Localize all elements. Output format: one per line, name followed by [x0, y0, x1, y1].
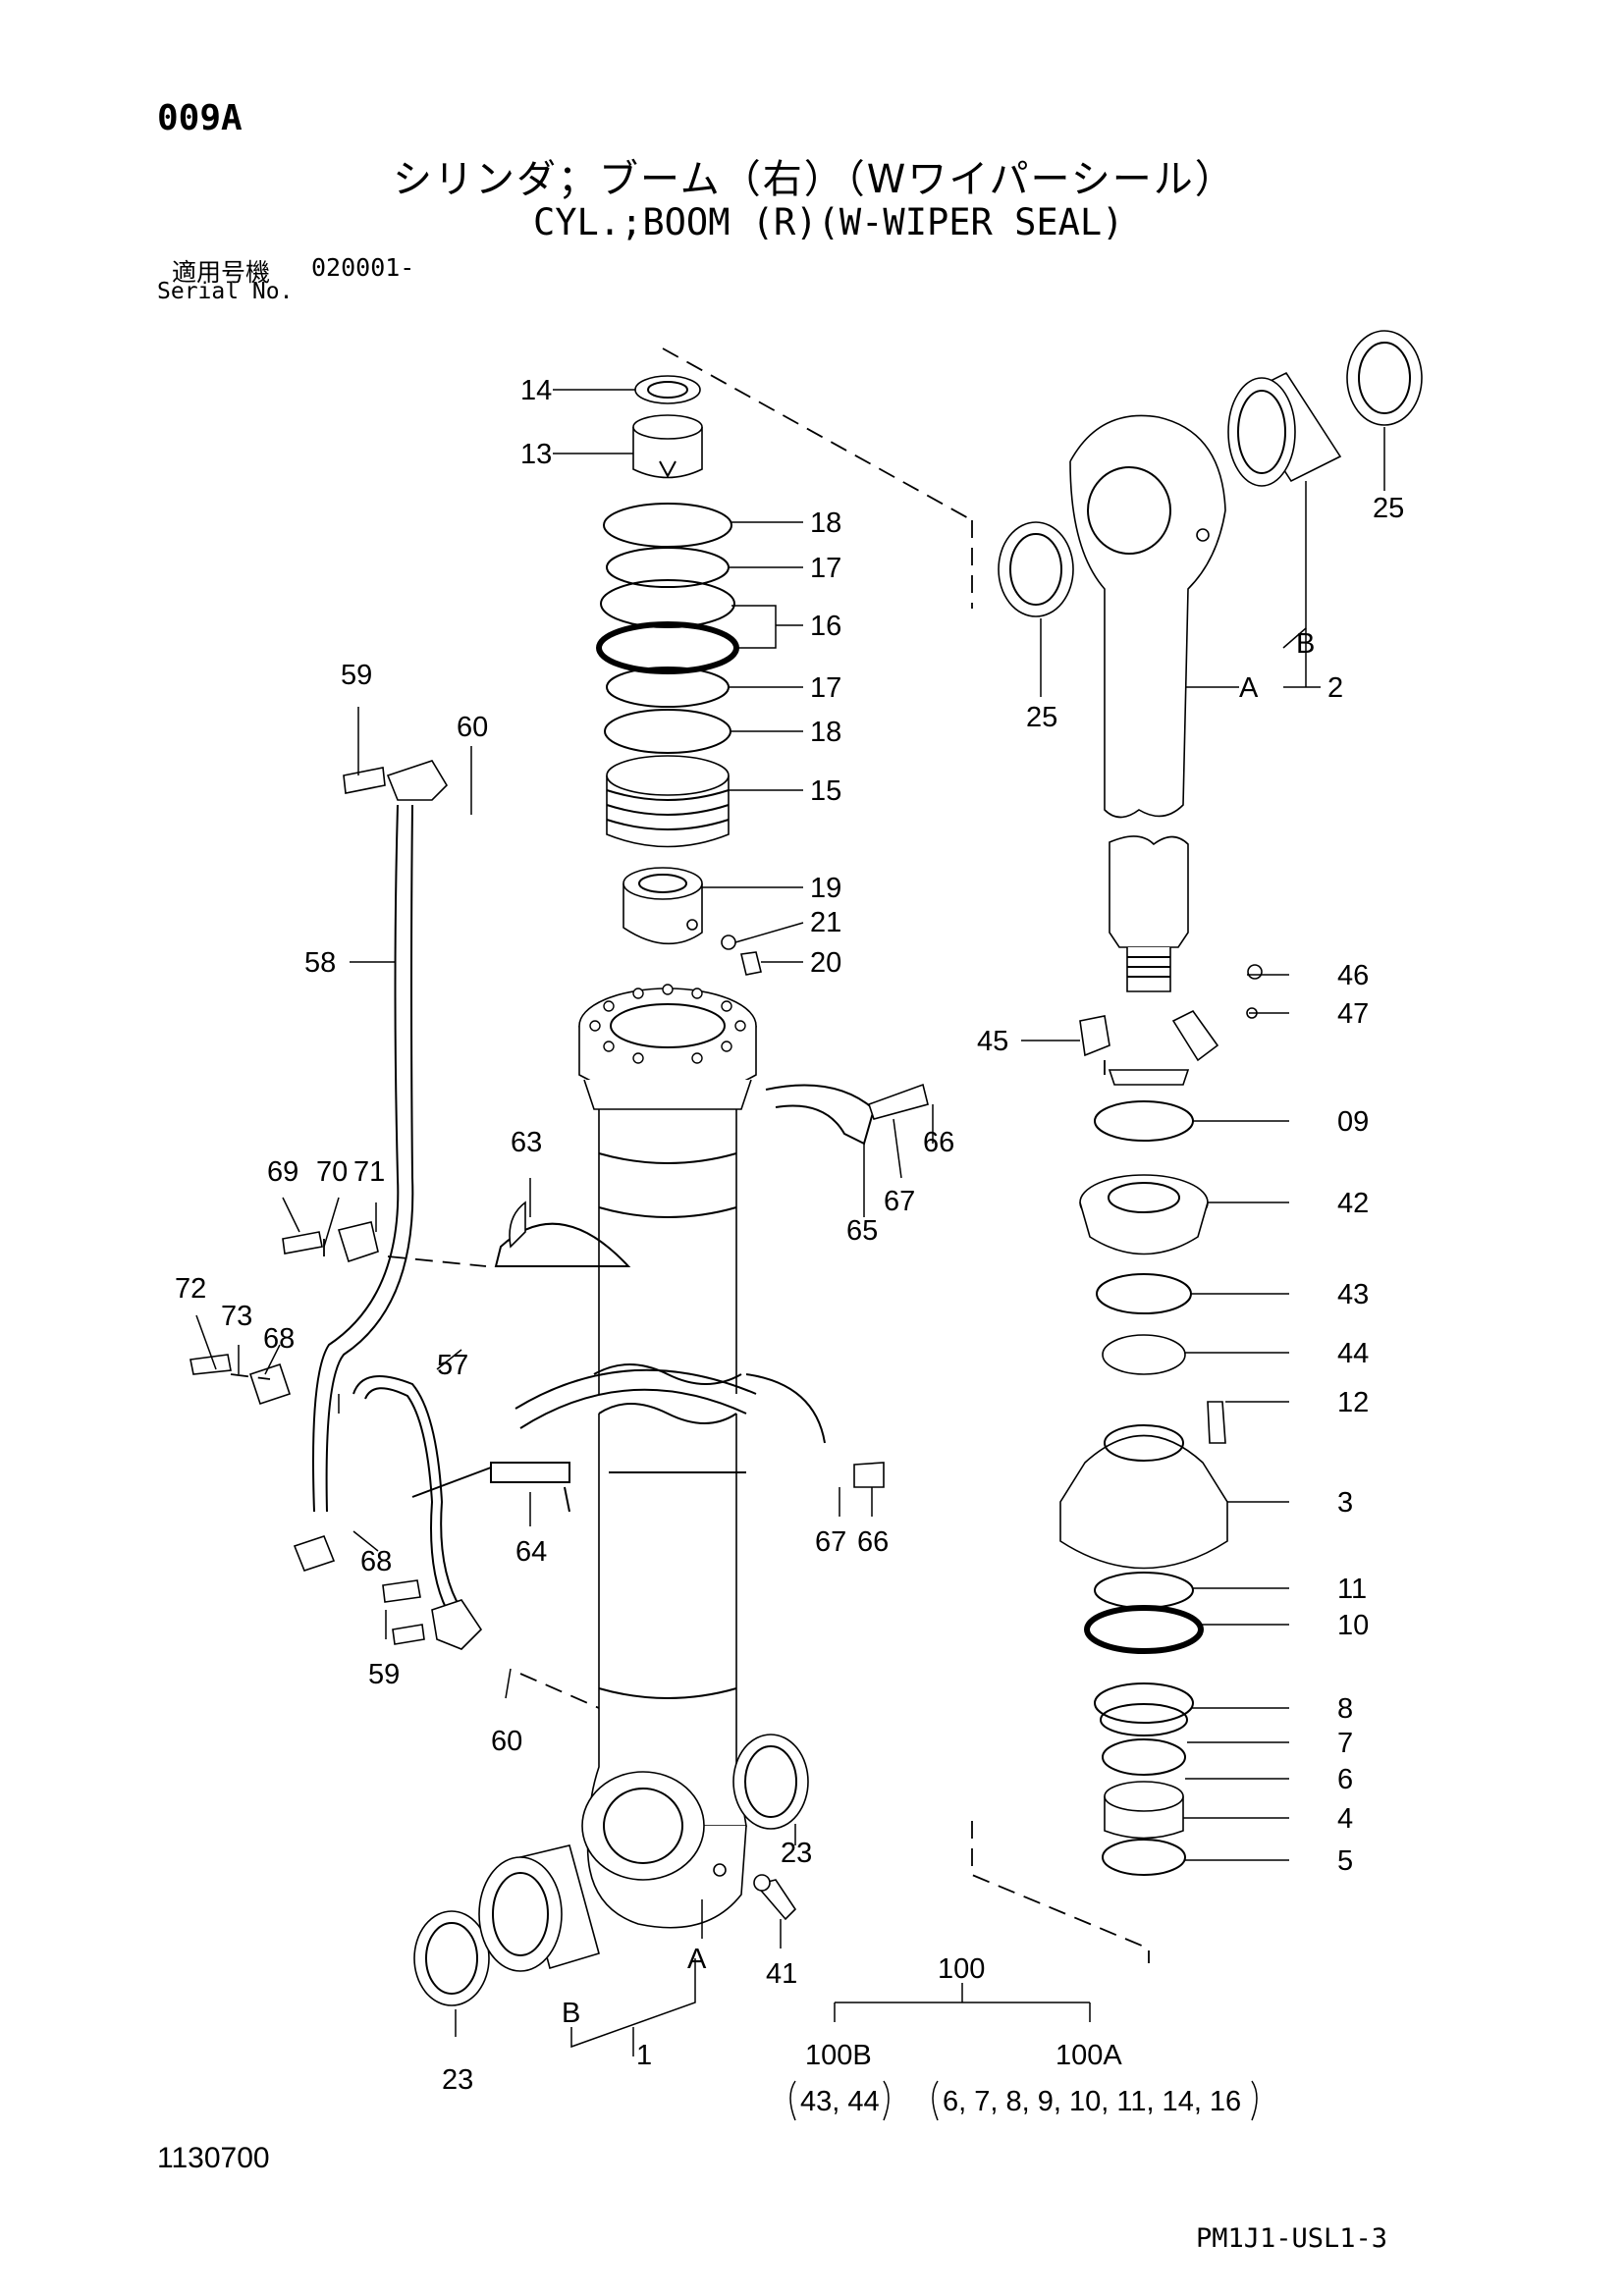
callout-17-lower: 17 [810, 672, 841, 704]
callout-23-lower: 23 [442, 2064, 473, 2096]
callout-68-lower: 68 [360, 1546, 392, 1577]
serial-label-english: Serial No. [157, 279, 294, 304]
assembly-lines [230, 347, 1150, 1963]
callout-21: 21 [810, 907, 841, 938]
head-seals-stack [1059, 964, 1263, 1876]
callout-46: 46 [1337, 960, 1369, 991]
document-number: 1130700 [157, 2142, 270, 2174]
callout-66: 66 [923, 1127, 954, 1158]
callout-19: 19 [810, 873, 841, 904]
kit-a-parts: 6, 7, 8, 9, 10, 11, 14, 16 [943, 2086, 1241, 2117]
callout-11: 11 [1337, 1574, 1367, 1605]
callout-47: 47 [1337, 998, 1369, 1030]
callout-71: 71 [353, 1156, 385, 1188]
callout-68: 68 [263, 1323, 295, 1355]
callout-60-lower: 60 [491, 1726, 522, 1757]
callout-8: 8 [1337, 1693, 1353, 1725]
callout-17: 17 [810, 553, 841, 584]
callout-6: 6 [1337, 1764, 1353, 1795]
callout-25-left: 25 [1026, 702, 1057, 733]
callout-43: 43 [1337, 1279, 1369, 1310]
bushing-23 [413, 1734, 809, 2006]
callout-60: 60 [457, 712, 488, 743]
callout-15: 15 [810, 775, 841, 807]
callout-44: 44 [1337, 1338, 1369, 1369]
callout-58: 58 [304, 947, 336, 979]
kit-b-parts: 43, 44 [800, 2086, 880, 2117]
callout-10: 10 [1337, 1610, 1369, 1641]
callout-B-left: B [562, 1998, 580, 2029]
callout-23: 23 [781, 1838, 812, 1869]
callout-12: 12 [1337, 1387, 1369, 1418]
callout-18: 18 [810, 507, 841, 539]
piping-and-clamps [189, 760, 929, 1650]
callout-1: 1 [636, 2040, 652, 2071]
serial-label-japanese: 適用号機 [172, 258, 271, 287]
callout-14: 14 [520, 375, 552, 406]
callout-70: 70 [316, 1156, 348, 1188]
callout-13: 13 [520, 439, 552, 470]
kit-b-label: 100B [805, 2040, 872, 2071]
callout-3: 3 [1337, 1487, 1353, 1519]
callout-16: 16 [810, 611, 841, 642]
callout-59: 59 [341, 660, 372, 691]
callout-A-left: A [687, 1944, 707, 1975]
callout-65: 65 [846, 1215, 878, 1247]
page-reference: PM1J1-USL1-3 [1196, 2223, 1388, 2254]
callout-59-lower: 59 [368, 1659, 400, 1690]
callout-25-right: 25 [1373, 493, 1404, 524]
serial-value: 020001- [311, 253, 415, 282]
callout-18-lower: 18 [810, 717, 841, 748]
leader-lines [195, 389, 1385, 2121]
callout-B-right: B [1296, 628, 1315, 660]
grease-fitting-41 [753, 1874, 797, 1921]
callout-73: 73 [221, 1301, 252, 1332]
callout-7: 7 [1337, 1728, 1353, 1759]
callout-09: 09 [1337, 1106, 1369, 1138]
title-japanese: シリンダ；ブーム（右）（Wワイパーシール） [393, 157, 1236, 202]
page-code: 009A [157, 98, 243, 138]
callout-5: 5 [1337, 1845, 1353, 1877]
callout-A-right: A [1239, 672, 1259, 704]
callout-45: 45 [977, 1026, 1008, 1057]
callout-69: 69 [267, 1156, 298, 1188]
callout-72: 72 [175, 1273, 206, 1305]
callout-66-lower: 66 [857, 1526, 889, 1558]
callout-64: 64 [515, 1536, 547, 1568]
title-english: CYL.;BOOM (R)(W-WIPER SEAL) [533, 201, 1124, 243]
kit-a-label: 100A [1056, 2040, 1122, 2071]
piston-rod-assembly [1069, 414, 1226, 992]
callout-20: 20 [810, 947, 841, 979]
callout-4: 4 [1337, 1803, 1353, 1835]
callout-63: 63 [511, 1127, 542, 1158]
bushing-25 [998, 330, 1423, 617]
callout-41: 41 [766, 1958, 797, 1990]
cylinder-tube-assembly [578, 984, 757, 1929]
callout-2: 2 [1327, 672, 1343, 704]
callout-57: 57 [437, 1350, 468, 1381]
callout-42: 42 [1337, 1188, 1369, 1219]
rod-seal-stack [596, 375, 762, 976]
callout-67-lower: 67 [815, 1526, 846, 1558]
kit-total: 100 [938, 1953, 985, 1985]
callout-67: 67 [884, 1186, 915, 1217]
